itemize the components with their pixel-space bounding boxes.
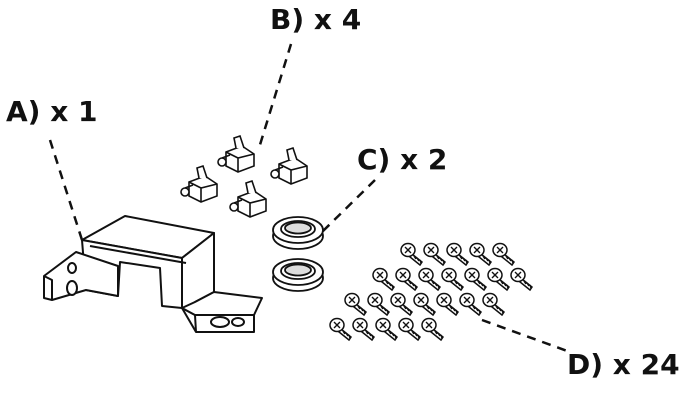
label-part-b: B) x 4 bbox=[270, 3, 362, 36]
screw-1 bbox=[400, 242, 424, 267]
leader-line-c bbox=[321, 179, 376, 233]
clips-part-b bbox=[180, 134, 308, 218]
screw-10 bbox=[464, 267, 488, 292]
screw-12 bbox=[510, 267, 534, 292]
screw-6 bbox=[372, 267, 396, 292]
leader-lines bbox=[48, 43, 571, 354]
grommet-2 bbox=[272, 258, 324, 292]
screw-22 bbox=[375, 317, 399, 342]
label-part-c: C) x 2 bbox=[357, 143, 448, 176]
label-part-d: D) x 24 bbox=[567, 348, 680, 381]
screw-23 bbox=[398, 317, 422, 342]
screw-17 bbox=[436, 292, 460, 317]
screw-16 bbox=[413, 292, 437, 317]
leader-line-a bbox=[48, 139, 84, 241]
clip-4 bbox=[229, 179, 267, 218]
screw-21 bbox=[352, 317, 376, 342]
screw-11 bbox=[487, 267, 511, 292]
bracket-part-a bbox=[43, 215, 263, 333]
screw-3 bbox=[446, 242, 470, 267]
screw-15 bbox=[390, 292, 414, 317]
grommets-part-c bbox=[272, 216, 324, 292]
clip-1 bbox=[217, 134, 255, 173]
screw-20 bbox=[329, 317, 353, 342]
clip-3 bbox=[180, 164, 218, 203]
screw-24 bbox=[421, 317, 445, 342]
clip-2 bbox=[270, 146, 308, 185]
screw-4 bbox=[469, 242, 493, 267]
screw-5 bbox=[492, 242, 516, 267]
grommet-1 bbox=[272, 216, 324, 250]
screw-18 bbox=[459, 292, 483, 317]
label-part-a: A) x 1 bbox=[6, 95, 98, 128]
screw-9 bbox=[441, 267, 465, 292]
leader-line-d bbox=[481, 318, 571, 354]
leader-line-b bbox=[257, 43, 293, 149]
screw-7 bbox=[395, 267, 419, 292]
screw-19 bbox=[482, 292, 506, 317]
screw-14 bbox=[367, 292, 391, 317]
screws-part-d bbox=[329, 242, 534, 342]
screw-2 bbox=[423, 242, 447, 267]
screw-13 bbox=[344, 292, 368, 317]
screw-8 bbox=[418, 267, 442, 292]
